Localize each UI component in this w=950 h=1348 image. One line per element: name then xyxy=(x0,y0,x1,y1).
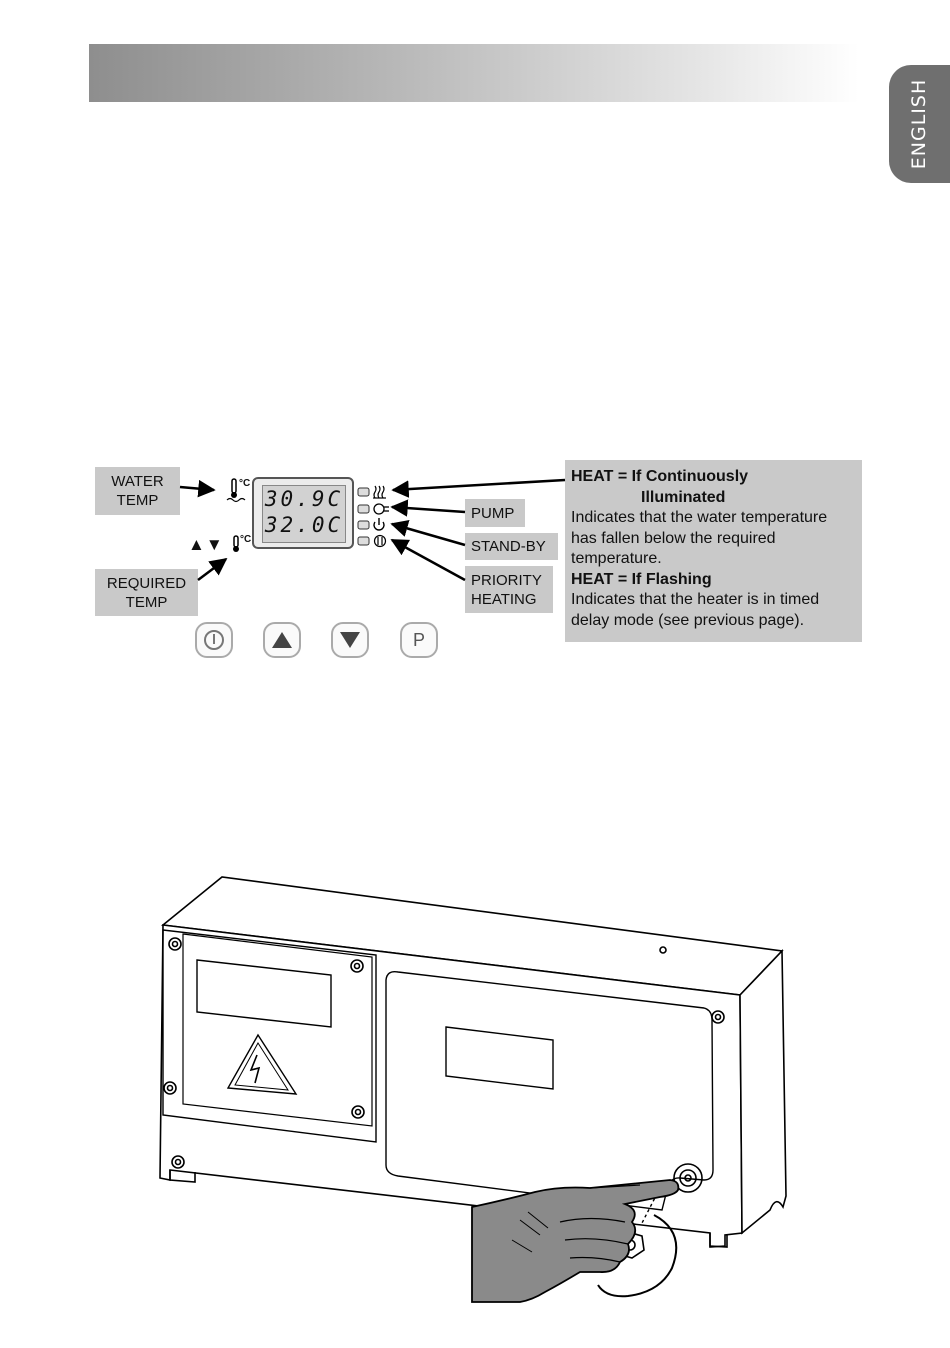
heat-icon xyxy=(373,486,386,498)
priority-heating-icon xyxy=(375,536,386,547)
standby-icon xyxy=(374,518,384,530)
required-thermometer-icon xyxy=(233,536,239,552)
water-thermometer-icon xyxy=(227,479,245,502)
pump-icon xyxy=(374,504,389,514)
indicator-leds xyxy=(358,488,369,545)
